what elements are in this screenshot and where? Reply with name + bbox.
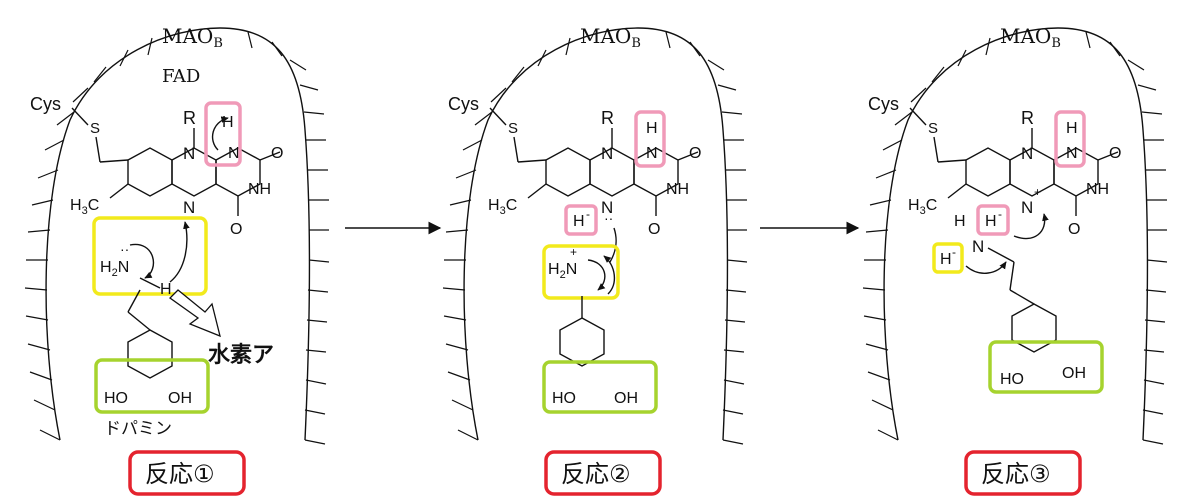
atom-o2: O — [271, 145, 283, 162]
hydroxyl-1: HO — [552, 390, 576, 407]
enzyme-pocket-outline — [862, 27, 1168, 445]
methyl-group: H3C — [908, 197, 937, 217]
reaction-label-box — [544, 450, 662, 496]
reaction-label-box — [128, 450, 246, 496]
sulfur-label: S — [928, 120, 938, 137]
atom-h-alpha: H — [160, 281, 172, 298]
panel-reaction-3: MAOB Cys S N R N + H N NH O O H3C H H - … — [862, 24, 1168, 496]
enzyme-label: MAOB — [580, 24, 641, 51]
highlight-yellow-box — [92, 216, 208, 296]
atom-nh3: NH — [248, 181, 271, 198]
hydride: H — [573, 213, 585, 230]
curved-arrow — [965, 261, 1007, 274]
curved-arrow — [1013, 213, 1049, 240]
atom-n1: N — [646, 145, 658, 162]
atom-n5: N — [601, 198, 613, 217]
cys-label: Cys — [448, 94, 479, 114]
highlight-yellow-box — [542, 244, 620, 300]
atom-o4: O — [648, 221, 660, 238]
charge: - — [998, 207, 1002, 221]
flavin-structure — [947, 128, 1119, 216]
curved-arrow — [587, 259, 606, 291]
highlight-green-box — [988, 340, 1104, 394]
reaction-label-2: 反応② — [561, 460, 631, 488]
lone-pair: ·· — [120, 241, 129, 257]
atom-r: R — [601, 108, 614, 128]
atom-o4: O — [1068, 221, 1080, 238]
atom-n5: N — [183, 198, 195, 217]
highlight-green-box — [94, 358, 210, 414]
highlight-pink-box — [976, 204, 1010, 236]
methyl-group: H3C — [488, 197, 517, 217]
methyl-group: H3C — [70, 197, 99, 217]
atom-o2: O — [689, 145, 701, 162]
atom-n-imine: N — [972, 237, 984, 256]
dopamine-chain — [127, 289, 173, 379]
substrate-name: ドパミン — [104, 419, 172, 439]
hydroxyl-2: OH — [1062, 365, 1086, 382]
hydroxyl-1: HO — [1000, 371, 1024, 388]
atom-h-imine: H — [954, 213, 966, 230]
atom-n1: N — [1066, 145, 1078, 162]
lone-pair: ·· — [604, 210, 613, 226]
hydride: H — [985, 213, 997, 230]
highlight-green-box — [542, 360, 658, 414]
highlight-pink-box — [564, 204, 598, 236]
dopamine-chain — [987, 247, 1057, 353]
hydrogen-arrow-icon — [168, 289, 221, 338]
atom-h: H — [1066, 120, 1078, 137]
sulfur-label: S — [90, 120, 100, 137]
atom-n5: N — [1021, 198, 1033, 217]
reaction-label-1: 反応① — [145, 460, 215, 488]
enzyme-label: MAOB — [1000, 24, 1061, 51]
enzyme-pocket-outline — [442, 27, 748, 445]
charge: + — [570, 245, 577, 259]
highlight-pink-box — [634, 110, 666, 168]
hydroxyl-2: OH — [168, 390, 192, 407]
flavin-structure — [109, 128, 281, 216]
curved-arrow — [603, 255, 615, 295]
atom-o2: O — [1109, 145, 1121, 162]
atom-r: R — [183, 108, 196, 128]
panel-reaction-2: MAOB Cys S N R N ·· H N NH O O H3C H - H… — [442, 24, 748, 496]
amine-group: H2N — [100, 259, 129, 279]
reaction-label-3: 反応③ — [981, 460, 1051, 488]
atom-nh3: NH — [1086, 181, 1109, 198]
atom-h: H — [646, 120, 658, 137]
hydrogen-arrow-label: 水素ア — [208, 342, 274, 368]
sulfur-label: S — [508, 120, 518, 137]
hydride-2: H — [940, 251, 952, 268]
curved-arrow — [169, 221, 190, 283]
atom-nh3: NH — [666, 181, 689, 198]
charge: + — [1034, 185, 1041, 199]
amine-group: H2N — [548, 261, 577, 281]
highlight-pink-box — [204, 101, 242, 167]
enzyme-pocket-outline — [24, 27, 330, 445]
hydroxyl-1: HO — [104, 390, 128, 407]
cys-label: Cys — [30, 94, 61, 114]
charge: - — [586, 207, 590, 221]
atom-r: R — [1021, 108, 1034, 128]
atom-n10: N — [183, 144, 195, 163]
atom-h: H — [222, 114, 234, 131]
atom-n1: N — [228, 145, 240, 162]
panel-reaction-1: MAOB FAD Cys S N R N N NH O O H3C H H2N — [24, 24, 330, 496]
atom-o4: O — [230, 221, 242, 238]
curved-arrow — [129, 243, 155, 279]
cys-label: Cys — [868, 94, 899, 114]
hydroxyl-2: OH — [614, 390, 638, 407]
highlight-yellow-box — [932, 242, 964, 274]
reaction-label-box — [964, 450, 1082, 496]
dopamine-chain — [559, 296, 605, 367]
flavin-structure — [527, 128, 699, 216]
charge: - — [952, 245, 956, 259]
enzyme-label: MAOB — [162, 24, 223, 51]
atom-n10: N — [601, 144, 613, 163]
fad-label: FAD — [162, 66, 200, 87]
curved-arrow — [211, 116, 229, 151]
atom-n10: N — [1021, 144, 1033, 163]
highlight-pink-box — [1054, 110, 1086, 168]
